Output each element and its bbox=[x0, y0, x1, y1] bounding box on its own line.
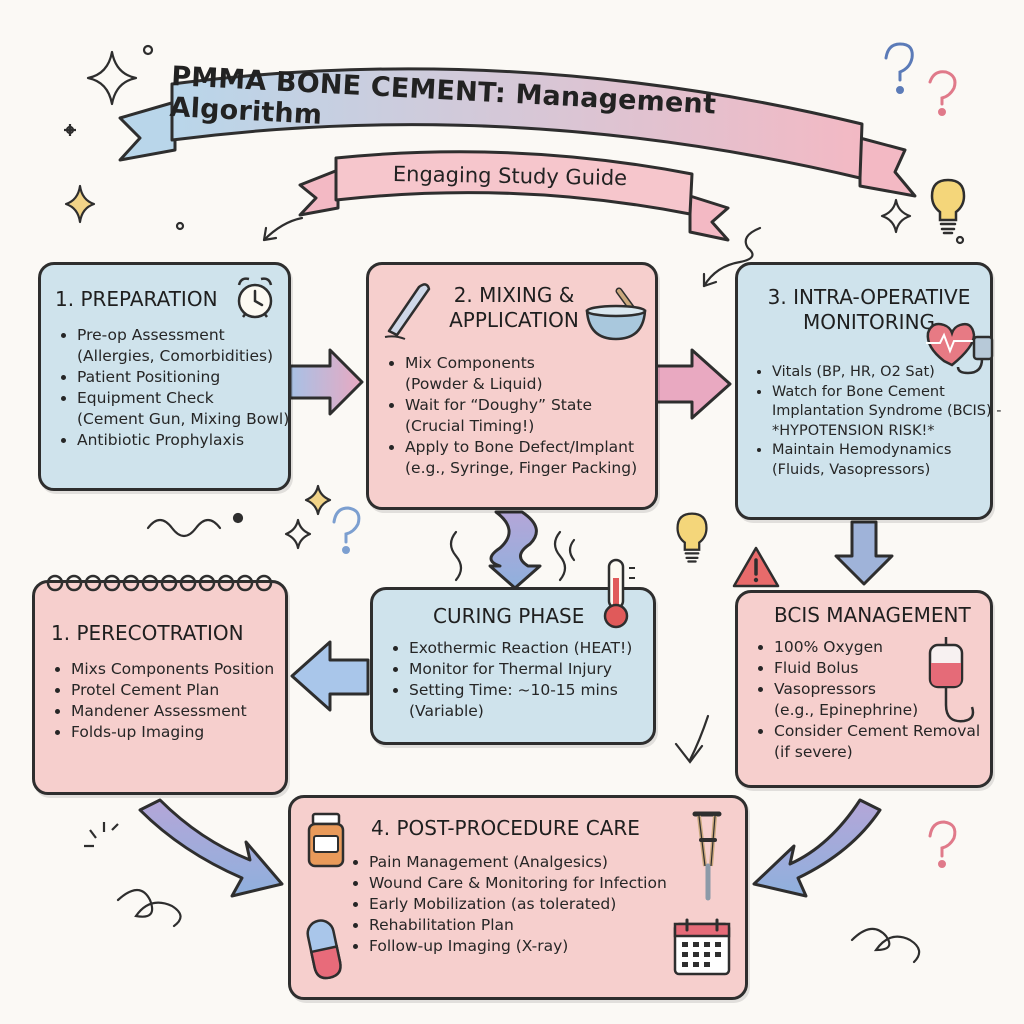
perecotration-title: 1. PERECOTRATION bbox=[51, 621, 244, 645]
intraop-monitoring-box: 3. INTRA-OPERATIVE MONITORING Vitals (BP… bbox=[735, 262, 1001, 520]
post-procedure-box: 4. POST-PROCEDURE CARE Pain Management (… bbox=[288, 795, 748, 1000]
list-item: Exothermic Reaction (HEAT!) bbox=[409, 638, 671, 659]
pill-bottle-icon bbox=[307, 812, 345, 868]
list-item: Antibiotic Prophylaxis bbox=[77, 430, 307, 451]
main-title: PMMA BONE CEMENT: Management Algorithm bbox=[168, 60, 717, 131]
list-item: Early Mobilization (as tolerated) bbox=[369, 894, 709, 915]
list-item: Fluid Bolus bbox=[774, 658, 1010, 679]
bcis-list: 100% Oxygen Fluid Bolus Vasopressors(e.g… bbox=[758, 637, 1010, 763]
list-item: Wait for “Doughy” State(Crucial Timing!) bbox=[405, 395, 673, 437]
list-item: Vasopressors(e.g., Epinephrine) bbox=[774, 679, 1010, 721]
mixing-title: 2. MIXING & APPLICATION bbox=[449, 283, 579, 332]
list-item: Pain Management (Analgesics) bbox=[369, 852, 709, 873]
pill-icon bbox=[306, 919, 342, 980]
spiral-binding bbox=[46, 574, 273, 592]
scalpel-icon bbox=[384, 283, 431, 340]
list-item: Pre-op Assessment(Allergies, Comorbiditi… bbox=[77, 325, 307, 367]
list-item: Folds-up Imaging bbox=[71, 722, 303, 743]
arrow-mixing-to-curing bbox=[488, 510, 542, 590]
list-item: Monitor for Thermal Injury bbox=[409, 659, 671, 680]
preparation-title: 1. PREPARATION bbox=[55, 287, 218, 311]
list-item: Apply to Bone Defect/Implant(e.g., Syrin… bbox=[405, 437, 673, 479]
perecotration-list: Mixs Components Position Protel Cement P… bbox=[55, 659, 303, 743]
perecotration-box: 1. PERECOTRATION Mixs Components Positio… bbox=[32, 574, 288, 795]
preparation-box: 1. PREPARATION Pre-op Assessment(Allergi… bbox=[38, 262, 291, 491]
list-item: 100% Oxygen bbox=[774, 637, 1010, 658]
heart-monitor-icon bbox=[926, 322, 994, 375]
bcis-management-box: BCIS MANAGEMENT 100% Oxygen Fluid Bolus … bbox=[735, 590, 993, 788]
arrow-bcis-to-post bbox=[752, 798, 882, 898]
list-item: Consider Cement Removal(if severe) bbox=[774, 721, 1010, 763]
arrow-curing-to-perecotration bbox=[290, 640, 370, 712]
bcis-title: BCIS MANAGEMENT bbox=[774, 603, 971, 627]
curing-list: Exothermic Reaction (HEAT!) Monitor for … bbox=[393, 638, 671, 722]
mortar-pestle-icon bbox=[585, 287, 647, 341]
list-item: Vitals (BP, HR, O2 Sat) bbox=[772, 363, 1008, 383]
list-item: Equipment Check(Cement Gun, Mixing Bowl) bbox=[77, 388, 307, 430]
arrow-intraop-to-bcis bbox=[834, 520, 894, 586]
list-item: Protel Cement Plan bbox=[71, 680, 303, 701]
thermometer-icon bbox=[603, 558, 635, 629]
intraop-list: Vitals (BP, HR, O2 Sat) Watch for Bone C… bbox=[756, 363, 1008, 480]
list-item: Patient Positioning bbox=[77, 367, 307, 388]
post-list: Pain Management (Analgesics) Wound Care … bbox=[353, 852, 709, 957]
list-item: Mix Components(Powder & Liquid) bbox=[405, 353, 673, 395]
curing-phase-box: CURING PHASE Exothermic Reaction (HEAT!)… bbox=[370, 558, 656, 745]
mixing-application-box: 2. MIXING & APPLICATION Mix Components(P… bbox=[366, 262, 658, 510]
subtitle: Engaging Study Guide bbox=[392, 161, 628, 191]
intraop-title: 3. INTRA-OPERATIVE MONITORING bbox=[767, 285, 971, 334]
list-item: Wound Care & Monitoring for Infection bbox=[369, 873, 709, 894]
alarm-clock-icon bbox=[237, 277, 273, 319]
list-item: Setting Time: ~10-15 mins(Variable) bbox=[409, 680, 671, 722]
list-item: Watch for Bone Cement Implantation Syndr… bbox=[772, 383, 1008, 442]
list-item: Rehabilitation Plan bbox=[369, 915, 709, 936]
lightbulb-icon bbox=[930, 178, 966, 235]
post-title: 4. POST-PROCEDURE CARE bbox=[371, 816, 640, 840]
crutch-icon bbox=[692, 811, 722, 901]
curing-title: CURING PHASE bbox=[433, 604, 585, 628]
warning-icon bbox=[732, 546, 780, 588]
arrow-perecotration-to-post bbox=[138, 798, 284, 898]
calendar-icon bbox=[673, 918, 731, 976]
mixing-list: Mix Components(Powder & Liquid) Wait for… bbox=[389, 353, 673, 479]
iv-bag-icon bbox=[928, 637, 975, 723]
list-item: Mixs Components Position bbox=[71, 659, 303, 680]
list-item: Mandener Assessment bbox=[71, 701, 303, 722]
lightbulb-icon bbox=[676, 512, 708, 563]
list-item: Follow-up Imaging (X-ray) bbox=[369, 936, 709, 957]
list-item: Maintain Hemodynamics(Fluids, Vasopresso… bbox=[772, 441, 1008, 480]
preparation-list: Pre-op Assessment(Allergies, Comorbiditi… bbox=[61, 325, 307, 451]
